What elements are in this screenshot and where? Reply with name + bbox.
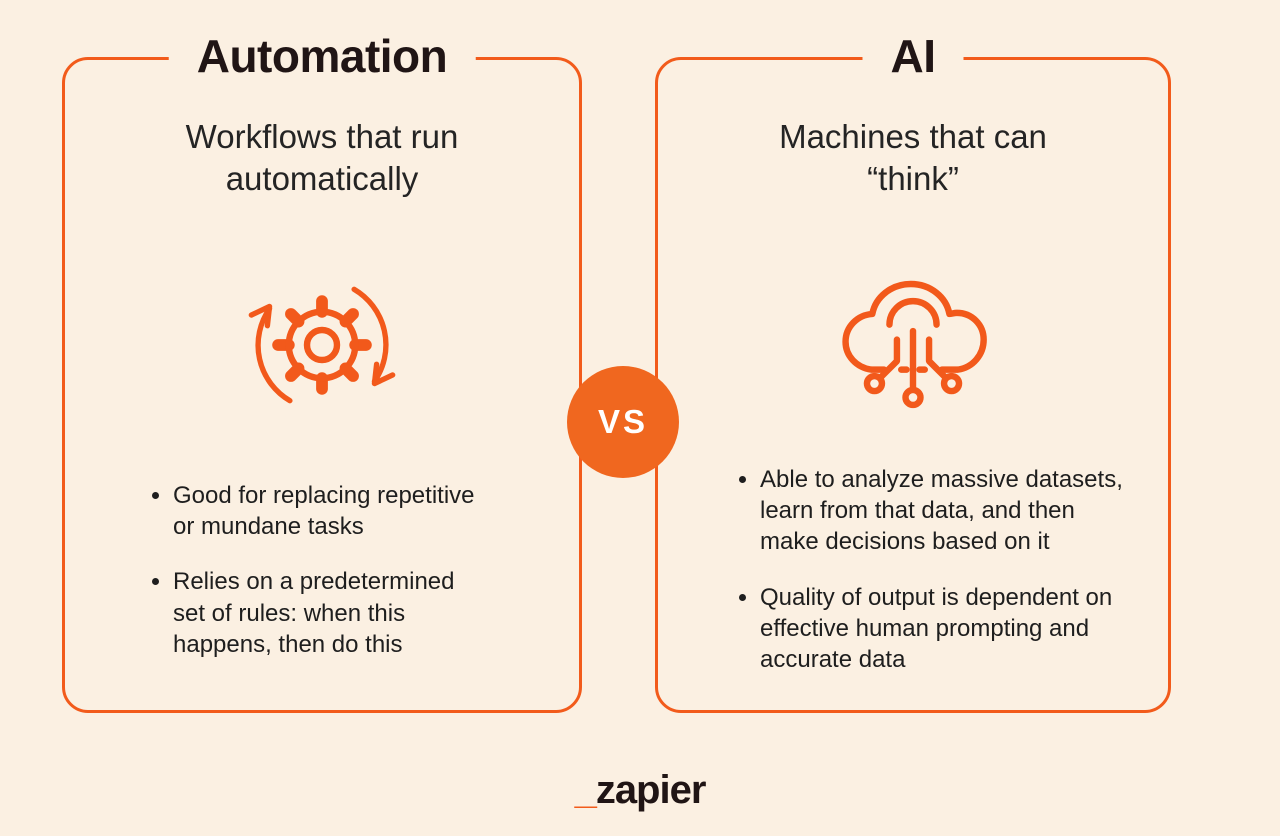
bullet-text: Quality of output is dependent on effect… — [760, 583, 1113, 673]
gear-sync-icon — [231, 254, 413, 436]
automation-heading: Workflows that run automatically — [185, 118, 459, 198]
bullet-item: Relies on a predetermined set of rules: … — [173, 566, 491, 660]
bullet-item: Quality of output is dependent on effect… — [760, 582, 1132, 676]
ai-heading: Machines that can “think” — [779, 118, 1047, 198]
ai-panel: AI Machines that can “think” Able to ana… — [655, 24, 1171, 713]
zapier-logo-text: zapier — [595, 768, 707, 812]
zapier-logo-underscore: _ — [574, 768, 597, 812]
zapier-logo: _zapier — [0, 768, 1280, 813]
ai-bullet-list: Able to analyze massive datasets, learn … — [732, 464, 1132, 675]
bullet-text: Good for replacing repetitive or mundane… — [173, 482, 475, 541]
automation-panel: Automation Workflows that run automatica… — [62, 24, 582, 713]
vs-badge: VS — [567, 366, 679, 478]
bullet-text: Relies on a predetermined set of rules: … — [173, 568, 455, 658]
ai-panel-title: AI — [862, 24, 964, 88]
bullet-text: Able to analyze massive datasets, learn … — [760, 466, 1123, 556]
vs-badge-label: VS — [597, 403, 649, 440]
automation-panel-title: Automation — [168, 24, 476, 88]
automation-bullet-list: Good for replacing repetitive or mundane… — [145, 480, 491, 660]
ai-cloud-circuit-icon — [822, 254, 1004, 436]
bullet-item: Able to analyze massive datasets, learn … — [760, 464, 1132, 558]
bullet-item: Good for replacing repetitive or mundane… — [173, 480, 491, 542]
